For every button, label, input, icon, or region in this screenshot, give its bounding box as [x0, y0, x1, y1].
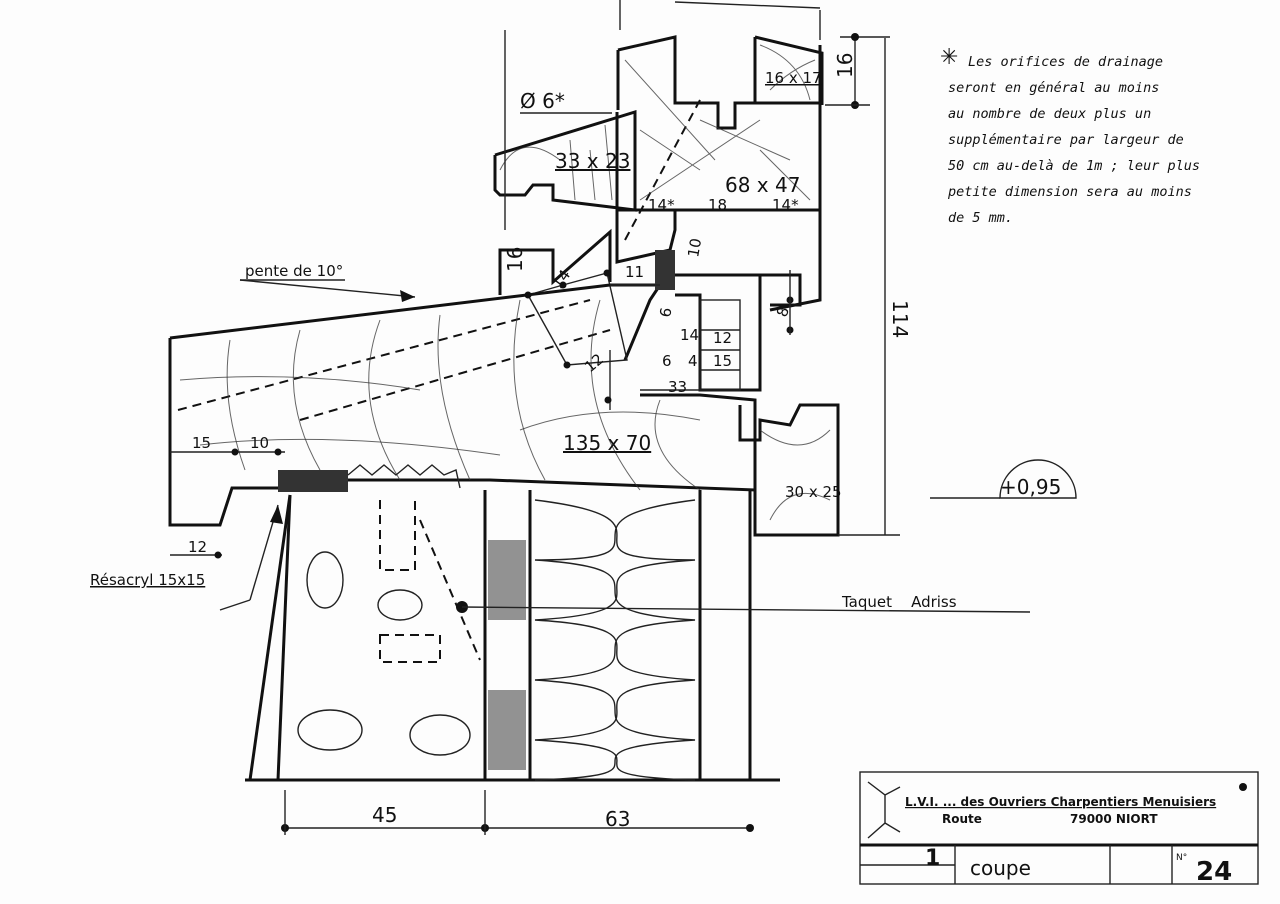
- dim-12-sill: 12: [188, 538, 207, 556]
- dim-10: 10: [684, 237, 705, 259]
- drainage-note: ✳ Les orifices de drainage seront en gén…: [940, 45, 1200, 226]
- note-line: de 5 mm.: [948, 210, 1013, 226]
- dim-12-diag: 12: [581, 350, 607, 376]
- asterisk-icon: ✳: [940, 45, 958, 70]
- dim-63: 63: [605, 807, 630, 831]
- dim-12-small: 12: [713, 329, 732, 347]
- address-city: 79000 NIORT: [1070, 812, 1158, 826]
- dim-4: 4: [688, 352, 698, 370]
- slope-label: pente de 10°: [245, 262, 343, 280]
- dim-16-top: 16: [833, 53, 857, 78]
- dim-45: 45: [372, 803, 397, 827]
- bead-16x17-label: 16 x 17: [765, 69, 822, 87]
- dim-11: 11: [625, 263, 644, 281]
- sealant-label: Résacryl 15x15: [90, 571, 205, 589]
- title-block: L.V.I. ... des Ouvriers Charpentiers Men…: [859, 771, 1259, 887]
- note-line: Les orifices de drainage: [968, 54, 1163, 70]
- view-label: coupe: [970, 856, 1031, 880]
- dim-16-left: 16: [503, 247, 527, 272]
- bead-33x23-label: 33 x 23: [555, 149, 630, 173]
- height-114-label: 114: [888, 300, 912, 338]
- note-line: 50 cm au-delà de 1m ; leur plus: [948, 158, 1200, 174]
- dim-18: 18: [708, 196, 727, 214]
- company-logo: [867, 781, 901, 839]
- dim-14a: 14*: [648, 196, 675, 214]
- scale-value: 1: [925, 846, 940, 871]
- drain-diameter-label: Ø 6*: [520, 89, 565, 113]
- sill-135x70-label: 135 x 70: [563, 431, 651, 455]
- drawing-number: 24: [1196, 857, 1232, 887]
- dim-10-sill: 10: [250, 434, 269, 452]
- company-name: L.V.I. ... des Ouvriers Charpentiers Men…: [905, 795, 1216, 809]
- sill: [168, 38, 1077, 559]
- dim-6b: 6: [662, 352, 672, 370]
- level-label: +0,95: [1000, 475, 1061, 499]
- anchor-label: Taquet Adriss: [841, 593, 957, 611]
- dim-6a: 6: [656, 306, 675, 319]
- dim-15-small: 15: [713, 352, 732, 370]
- bead-30x25-label: 30 x 25: [785, 483, 842, 501]
- dim-14b: 14*: [772, 196, 799, 214]
- frame-68x47-label: 68 x 47: [725, 173, 800, 197]
- note-line: seront en général au moins: [948, 80, 1159, 96]
- address-street: Route: [942, 812, 982, 826]
- note-line: petite dimension sera au moins: [947, 184, 1192, 200]
- note-line: au nombre de deux plus un: [948, 106, 1151, 122]
- dim-33: 33: [668, 378, 687, 396]
- dim-14-small: 14: [680, 326, 699, 344]
- number-label: N°: [1176, 853, 1187, 863]
- dim-15: 15: [192, 434, 211, 452]
- upper-frame: [493, 0, 890, 241]
- wall: [219, 490, 1031, 835]
- middle-frame: [498, 210, 822, 410]
- note-line: supplémentaire par largeur de: [948, 132, 1184, 148]
